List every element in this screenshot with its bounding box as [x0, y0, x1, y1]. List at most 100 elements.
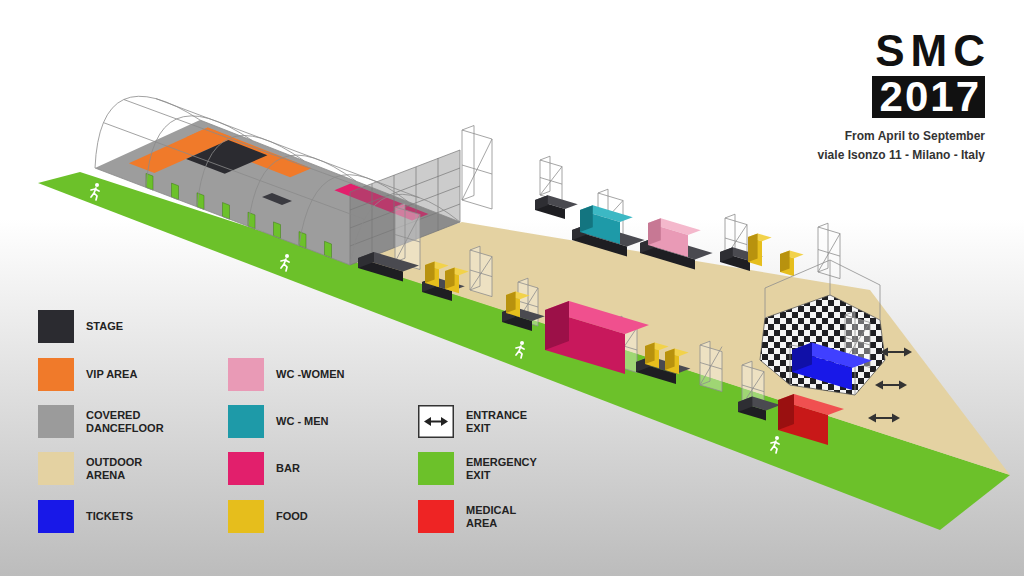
legend-symbol-frame: [419, 406, 454, 438]
legend-label: OUTDOOR ARENA: [86, 456, 156, 482]
emergency-runners-part-part: [95, 183, 99, 187]
bar-block: [545, 301, 649, 374]
legend-swatch: [228, 358, 264, 391]
stage-platforms-part: [738, 397, 752, 412]
main-stage-cluster-part: [760, 295, 885, 395]
outdoor-arena: [345, 222, 1010, 475]
emergency-runners-part-part: [520, 341, 524, 345]
food-stands-part: [645, 342, 655, 364]
emergency-runners: [91, 183, 779, 453]
food-stands-part: [748, 233, 758, 262]
hall-roof-part: [299, 175, 408, 246]
legend-label: FOOD: [276, 510, 308, 523]
hall-floor-part: [262, 193, 292, 205]
emergency-runners-part-part: [516, 346, 524, 358]
entrance-arrows-part: [904, 348, 912, 357]
legend-swatch: [38, 500, 74, 533]
legend-swatch: [228, 405, 264, 438]
entrance-arrows-part: [873, 417, 895, 419]
outdoor-arena-part: [345, 222, 1010, 475]
emergency-runners-part-part: [91, 188, 99, 200]
food-stands-part: [780, 250, 790, 272]
legend-item: TICKETS: [38, 500, 133, 533]
legend-symbol-arrowhead: [424, 417, 431, 426]
entrance-arrows-part: [899, 381, 907, 390]
entrance-arrows-part: [868, 414, 876, 423]
legend-swatch: [228, 452, 264, 485]
hall-roof-part: [95, 96, 200, 168]
legend-item: WC -WOMEN: [228, 358, 344, 391]
medical-block-part: [778, 394, 794, 430]
stage-platforms-part: [535, 195, 548, 210]
legend-item: OUTDOOR ARENA: [38, 452, 156, 485]
entrance-arrows-part: [880, 348, 888, 357]
entrance-arrows-part: [885, 351, 907, 353]
legend-swatch: [418, 500, 454, 533]
legend-swatch: [418, 452, 454, 485]
food-stands: [425, 233, 804, 374]
hall-floor-part: [186, 140, 267, 174]
legend-label: TICKETS: [86, 510, 133, 523]
wc-women-part: [648, 218, 661, 245]
legend-item: STAGE: [38, 310, 123, 343]
entrance-arrows: [868, 348, 912, 423]
emergency-strip: [38, 172, 1010, 530]
hall-roof-part: [124, 100, 388, 197]
legend-label: VIP AREA: [86, 368, 137, 381]
scaffold-towers-part: [470, 246, 492, 296]
legend-item: WC - MEN: [228, 405, 329, 438]
legend-label: MEDICAL AREA: [466, 504, 532, 530]
legend-swatch: [38, 452, 74, 485]
wc-men: [580, 205, 633, 244]
legend-label: BAR: [276, 462, 300, 475]
legend-symbol-arrowhead: [441, 417, 448, 426]
food-stands-part: [425, 261, 435, 283]
legend-symbol-arrow: [429, 421, 443, 423]
address-line: viale Isonzo 11 - Milano - Italy: [818, 148, 985, 163]
legend-item: ENTRANCE EXIT: [418, 405, 536, 438]
main-stage-cluster: [760, 260, 885, 395]
year-badge: 2017: [872, 76, 985, 118]
legend-swatch: [228, 500, 264, 533]
legend-label: STAGE: [86, 320, 123, 333]
entrance-arrows-part: [892, 414, 900, 423]
legend-label: WC - MEN: [276, 415, 329, 428]
food-stands-part: [665, 348, 675, 370]
legend-label: WC -WOMEN: [276, 368, 344, 381]
hall-roof-part: [95, 168, 350, 265]
legend-label: EMERGENCY EXIT: [466, 456, 546, 482]
emergency-runners-part: [281, 254, 289, 271]
emergency-runners-part-part: [285, 254, 289, 258]
stage-platforms-part: [720, 247, 733, 262]
stage-platforms-part: [358, 252, 374, 268]
wc-men-part: [580, 205, 593, 232]
hall-roof-part: [200, 120, 460, 222]
legend-item: EMERGENCY EXIT: [418, 452, 546, 485]
legend-label: ENTRANCE EXIT: [466, 409, 536, 435]
emergency-runners-part-part: [771, 441, 779, 453]
stage-platforms: [358, 195, 780, 420]
legend-item: MEDICAL AREA: [418, 500, 532, 533]
legend-item: BAR: [228, 452, 300, 485]
scaffold-towers-part: [540, 156, 562, 201]
food-stands-part: [506, 291, 516, 313]
hall-roof-part: [146, 116, 252, 188]
legend-swatch: [38, 405, 74, 438]
wc-women: [648, 218, 701, 257]
hall-roof-part: [156, 99, 420, 198]
hall-doors: [146, 173, 332, 258]
legend-label: COVERED DANCEFLOOR: [86, 409, 171, 435]
bar-block-part: [545, 301, 569, 350]
address-line: From April to September: [845, 129, 985, 144]
legend-item: COVERED DANCEFLOOR: [38, 405, 171, 438]
map-title: SMC: [875, 28, 991, 74]
emergency-runners-part: [516, 341, 524, 358]
legend-item: FOOD: [228, 500, 308, 533]
emergency-runners-part: [91, 183, 99, 200]
legend-item: VIP AREA: [38, 358, 137, 391]
entrance-arrows-part: [880, 384, 902, 386]
main-stage-cluster-part: [765, 260, 880, 395]
scaffold-towers-part: [462, 126, 492, 210]
medical-block: [778, 394, 844, 445]
